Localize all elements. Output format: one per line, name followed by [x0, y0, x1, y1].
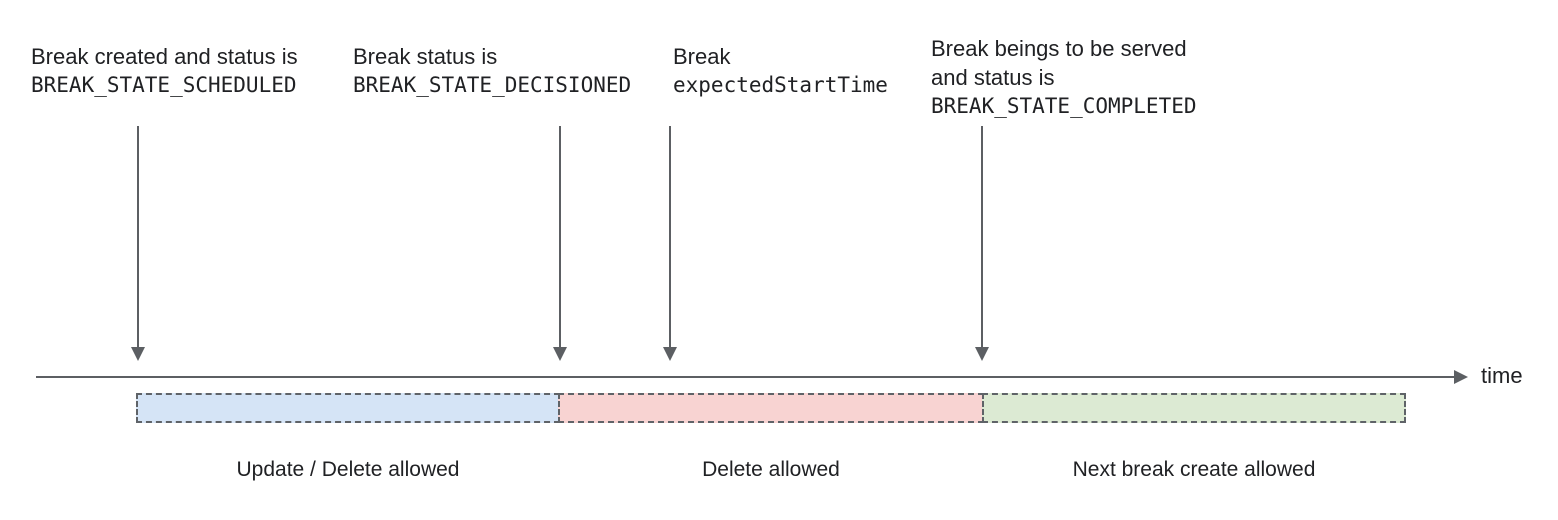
annotation-text: Break created and status is [31, 44, 298, 69]
annotation-expected-start-time: Break expectedStartTime [673, 42, 888, 100]
down-arrow-icon [669, 126, 671, 347]
down-arrowhead-icon [553, 347, 567, 361]
annotation-text: Break beings to be served [931, 36, 1187, 61]
segment-update-delete-allowed [136, 393, 560, 423]
segment-delete-allowed [558, 393, 984, 423]
annotation-text: and status is [931, 65, 1055, 90]
time-axis [36, 376, 1454, 378]
annotation-code: expectedStartTime [673, 73, 888, 97]
down-arrowhead-icon [663, 347, 677, 361]
annotation-break-completed: Break beings to be served and status is … [931, 34, 1197, 121]
segment-label-delete: Delete allowed [702, 458, 840, 481]
segment-next-break-create-allowed [982, 393, 1406, 423]
down-arrow-icon [137, 126, 139, 347]
annotation-text: Break status is [353, 44, 498, 69]
segment-label-next-break-create: Next break create allowed [1072, 458, 1316, 481]
annotation-code: BREAK_STATE_COMPLETED [931, 94, 1197, 118]
down-arrow-icon [981, 126, 983, 347]
segment-label-update-delete: Update / Delete allowed [236, 458, 460, 481]
annotation-break-scheduled: Break created and status is BREAK_STATE_… [31, 42, 298, 100]
time-axis-label: time [1481, 363, 1523, 388]
annotation-code: BREAK_STATE_SCHEDULED [31, 73, 297, 97]
annotation-code: BREAK_STATE_DECISIONED [353, 73, 632, 97]
down-arrowhead-icon [975, 347, 989, 361]
right-arrowhead-icon [1454, 370, 1468, 384]
annotation-text: Break [673, 44, 731, 69]
down-arrow-icon [559, 126, 561, 347]
annotation-break-decisioned: Break status is BREAK_STATE_DECISIONED [353, 42, 631, 100]
down-arrowhead-icon [131, 347, 145, 361]
